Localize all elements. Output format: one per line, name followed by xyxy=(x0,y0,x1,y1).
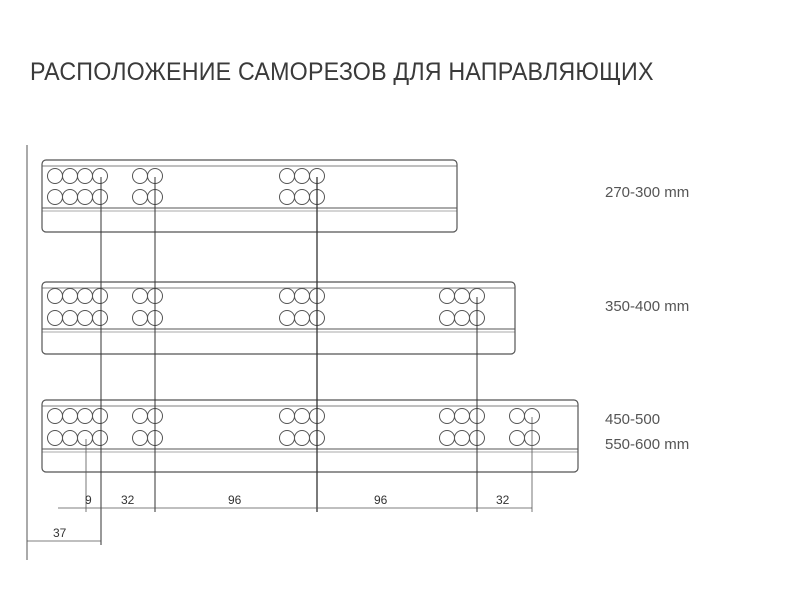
screw-hole xyxy=(62,430,78,446)
screw-hole xyxy=(439,408,455,424)
screw-hole xyxy=(62,408,78,424)
screw-hole xyxy=(92,168,108,184)
screw-hole xyxy=(279,310,295,326)
screw-hole xyxy=(439,430,455,446)
screw-hole xyxy=(294,310,310,326)
screw-hole xyxy=(132,310,148,326)
screw-hole xyxy=(77,189,93,205)
screw-hole xyxy=(62,168,78,184)
screw-hole xyxy=(279,189,295,205)
screw-hole xyxy=(279,168,295,184)
screw-hole xyxy=(92,430,108,446)
screw-hole xyxy=(454,310,470,326)
screw-hole xyxy=(47,168,63,184)
rail-label-3a: 450-500 xyxy=(605,411,661,428)
dimension-label: 96 xyxy=(374,493,388,507)
screw-hole xyxy=(509,408,525,424)
screw-hole xyxy=(77,430,93,446)
screw-hole xyxy=(47,189,63,205)
screw-hole xyxy=(294,288,310,304)
screw-hole xyxy=(47,430,63,446)
rail-outline xyxy=(41,281,516,355)
screw-hole xyxy=(279,288,295,304)
screw-hole xyxy=(92,310,108,326)
screw-hole xyxy=(294,408,310,424)
screw-hole xyxy=(132,430,148,446)
screw-hole xyxy=(279,408,295,424)
screw-hole xyxy=(92,408,108,424)
screw-hole xyxy=(294,430,310,446)
screw-hole xyxy=(294,189,310,205)
rail-label-3b: 550-600 mm xyxy=(605,436,690,453)
screw-hole xyxy=(454,430,470,446)
screw-hole xyxy=(77,288,93,304)
screw-hole xyxy=(62,288,78,304)
screw-hole xyxy=(454,288,470,304)
screw-hole xyxy=(77,168,93,184)
screw-hole xyxy=(439,310,455,326)
screw-hole xyxy=(454,408,470,424)
screw-hole xyxy=(47,288,63,304)
dimension-label: 32 xyxy=(121,493,135,507)
screw-hole xyxy=(62,189,78,205)
screw-hole xyxy=(132,189,148,205)
screw-hole xyxy=(132,408,148,424)
rail-outline xyxy=(41,159,458,233)
screw-hole xyxy=(294,168,310,184)
screw-hole xyxy=(132,168,148,184)
screw-hole xyxy=(62,310,78,326)
rail-label-1: 270-300 mm xyxy=(605,184,690,201)
dimension-label: 9 xyxy=(85,493,92,507)
screw-hole xyxy=(92,189,108,205)
screw-hole xyxy=(77,310,93,326)
screw-hole xyxy=(509,430,525,446)
screw-hole xyxy=(77,408,93,424)
page-title: РАСПОЛОЖЕНИЕ САМОРЕЗОВ ДЛЯ НАПРАВЛЯЮЩИХ xyxy=(30,58,654,86)
dimension-label: 37 xyxy=(53,526,67,540)
screw-hole xyxy=(279,430,295,446)
rail-label-2: 350-400 mm xyxy=(605,298,690,315)
screw-hole xyxy=(47,310,63,326)
screw-hole xyxy=(132,288,148,304)
dimension-label: 32 xyxy=(496,493,510,507)
rail-outline xyxy=(41,399,579,473)
screw-hole xyxy=(439,288,455,304)
dimension-label: 96 xyxy=(228,493,242,507)
screw-hole xyxy=(92,288,108,304)
screw-hole xyxy=(47,408,63,424)
